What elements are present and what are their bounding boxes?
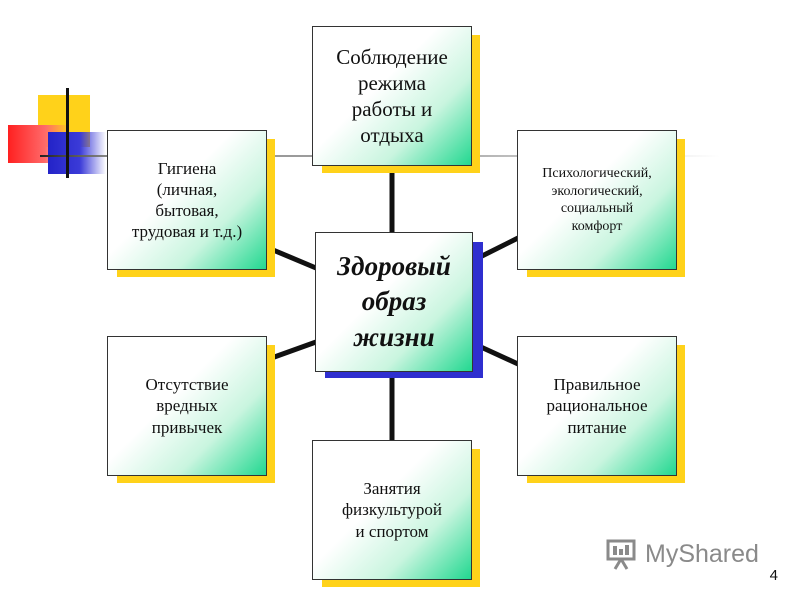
node-sports-label: Занятия физкультурой и спортом: [342, 479, 442, 541]
node-no-bad-habits-label: Отсутствие вредных привычек: [145, 375, 229, 437]
node-nutrition-label: Правильное рациональное питание: [546, 375, 648, 437]
decorative-vertical-line: [66, 88, 69, 178]
page-number: 4: [769, 567, 778, 584]
node-healthy-lifestyle-label: Здоровый образ жизни: [337, 251, 451, 352]
node-comfort: Психологический, экологический, социальн…: [517, 130, 677, 270]
watermark-text: MyShared: [645, 539, 759, 568]
node-comfort-label: Психологический, экологический, социальн…: [542, 166, 652, 234]
decorative-blue-square: [48, 132, 106, 174]
node-hygiene: Гигиена (личная, бытовая, трудовая и т.д…: [107, 130, 267, 270]
node-hygiene-label: Гигиена (личная, бытовая, трудовая и т.д…: [131, 158, 243, 242]
node-no-bad-habits: Отсутствие вредных привычек: [107, 336, 267, 476]
node-nutrition: Правильное рациональное питание: [517, 336, 677, 476]
presentation-icon: [606, 539, 636, 570]
node-healthy-lifestyle: Здоровый образ жизни: [315, 232, 473, 372]
node-rest-regime-label: Соблюдение режима работы и отдыха: [336, 44, 448, 148]
node-rest-regime: Соблюдение режима работы и отдыха: [312, 26, 472, 166]
node-sports: Занятия физкультурой и спортом: [312, 440, 472, 580]
watermark: MyShared: [605, 536, 759, 572]
